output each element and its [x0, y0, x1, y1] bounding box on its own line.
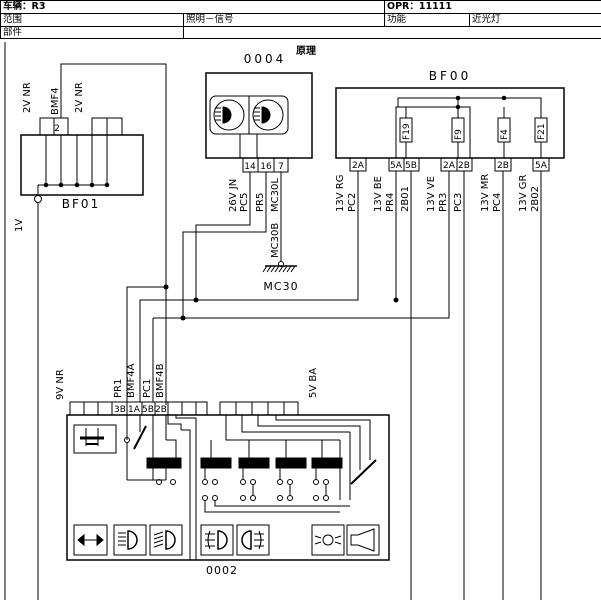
wire-bmf4b: [165, 317, 183, 402]
bf00-pin-2b-b: 2B: [497, 161, 509, 171]
bf00-pin-5a-b: 5A: [535, 161, 548, 171]
bf00-fuse-f9: F9: [454, 129, 464, 140]
wire-bf00-5-line1: PC3: [453, 193, 464, 212]
horn-icon: [350, 528, 375, 552]
c0002-label: 0002: [206, 564, 238, 577]
wire-0004-3-line1: MC30L: [270, 178, 281, 212]
c0004-label: 0004: [244, 52, 287, 66]
wire-pc5: [195, 172, 251, 300]
bf00-component: [335, 87, 565, 172]
wire-0002-bmf4a: BMF4A: [126, 363, 137, 398]
bf01-wire-b: BMF4: [50, 87, 61, 115]
header-table: 车辆：R3 OPR：11111 范围 照明－信号 功能 近光灯 部件: [0, 0, 601, 42]
low-beam-icon: [153, 530, 176, 550]
wire-bmf4a: [139, 299, 166, 402]
bf00-pin-5a: 5A: [390, 161, 403, 171]
bf00-pin-2b: 2B: [458, 161, 470, 171]
wire-pr5: [182, 172, 267, 318]
bf00-fuse-f21: F21: [537, 123, 547, 140]
wire-bf00-6-line2: PC4: [492, 193, 503, 212]
c0002-pin-1a: 1A: [128, 405, 141, 415]
wire-bf00-6-line1: 13V MR: [480, 174, 491, 212]
principle-title: 原理: [296, 46, 316, 57]
bf00-pin-2a-b: 2A: [443, 161, 456, 171]
bf00-label: BF00: [429, 69, 471, 83]
bf00-pin-2a: 2A: [352, 161, 365, 171]
bf01-pin-2: 2: [54, 124, 60, 134]
wire-bf00-4-line1: 13V VE: [426, 176, 437, 212]
bf01-component: [20, 117, 144, 600]
wire-pr3: [153, 171, 450, 319]
wire-pr1: [126, 286, 166, 402]
parts-label: 部件: [0, 25, 184, 40]
wire-bf00-1-line1: 13V RG: [335, 175, 346, 212]
wire-bf00-1-line2: PC2: [347, 193, 358, 212]
bf00-pin-5b: 5B: [405, 161, 417, 171]
c0002-component: [66, 401, 390, 561]
mc30-wire-label: MC30B: [270, 223, 281, 258]
wire-bf00-4-line2: PR3: [438, 193, 449, 212]
c0002-pin-5b: 5B: [142, 405, 154, 415]
wire-0002-bmf4b: BMF4B: [155, 363, 166, 398]
bf01-side-label: 1V: [14, 219, 25, 232]
rear-fog-icon: [241, 530, 264, 550]
wire-bf00-3-line1: 2B01: [400, 186, 411, 212]
wire-0004-2-line1: PR5: [255, 193, 266, 212]
wire-0004-1-line1: 26V JN: [228, 179, 239, 212]
c0004-pin-7: 7: [278, 162, 284, 172]
wire-0002-pr1: PR1: [113, 379, 124, 398]
c0002-wire-top-right: 5V BA: [308, 368, 319, 398]
wire-0004-1-line2: PC5: [239, 193, 250, 212]
wire-bf00-2-line2: PR4: [385, 193, 396, 212]
junction-pc5: [193, 297, 199, 303]
wire-bf01-feed: [60, 63, 167, 405]
mc30-ground: [262, 261, 297, 273]
bf00-fuse-f4: F4: [500, 129, 510, 140]
front-fog-icon: [205, 530, 228, 550]
c0004-pin-16: 16: [260, 162, 272, 172]
bf01-wire-c: 2V NR: [74, 82, 85, 113]
c0002-wire-top-left: 9V NR: [55, 369, 66, 400]
junction-pr4: [393, 297, 399, 303]
wire-bf00-7-line1: 13V GR: [518, 175, 529, 212]
c0002-pin-2b: 2B: [155, 405, 167, 415]
wire-bf00-7-line2: 2B02: [530, 186, 541, 212]
high-beam-icon: [118, 530, 138, 550]
parking-lights-icon: [314, 534, 342, 546]
bf01-label: BF01: [62, 197, 100, 211]
wire-pc2: [166, 171, 359, 301]
bf01-wire-a: 2V NR: [22, 82, 33, 113]
mc30-label: MC30: [263, 280, 298, 293]
c0002-pin-3b: 3B: [114, 405, 126, 415]
bf00-fuse-f19: F19: [402, 123, 412, 140]
wire-0002-pc1: PC1: [142, 379, 153, 398]
c0004-pin-14: 14: [244, 162, 256, 172]
turn-signal-icon: [77, 533, 104, 547]
wire-bf00-2-line1: 13V BE: [373, 176, 384, 212]
c0004-component: [205, 72, 313, 173]
